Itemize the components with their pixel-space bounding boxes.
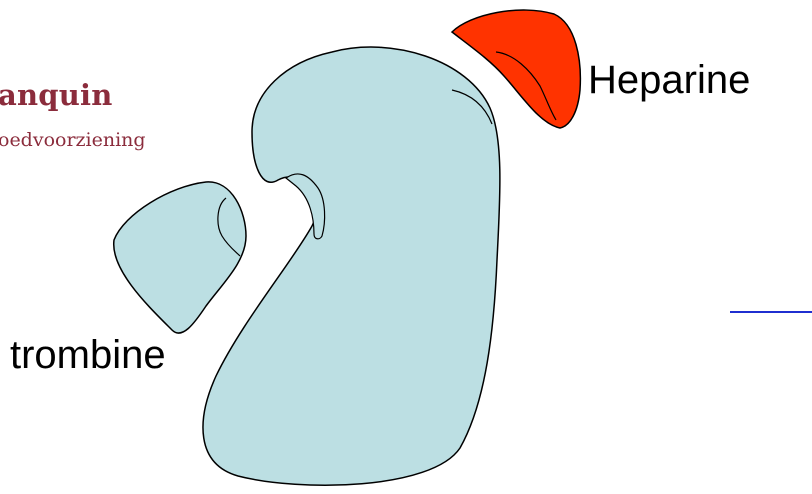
thrombin-shape: [114, 182, 246, 333]
logo-name: anquin: [0, 78, 113, 112]
logo-tagline: oedvoorziening: [0, 129, 146, 151]
large-protein-shape: [203, 47, 500, 485]
heparine-label: Heparine: [588, 60, 750, 100]
trombine-label: trombine: [10, 335, 166, 375]
